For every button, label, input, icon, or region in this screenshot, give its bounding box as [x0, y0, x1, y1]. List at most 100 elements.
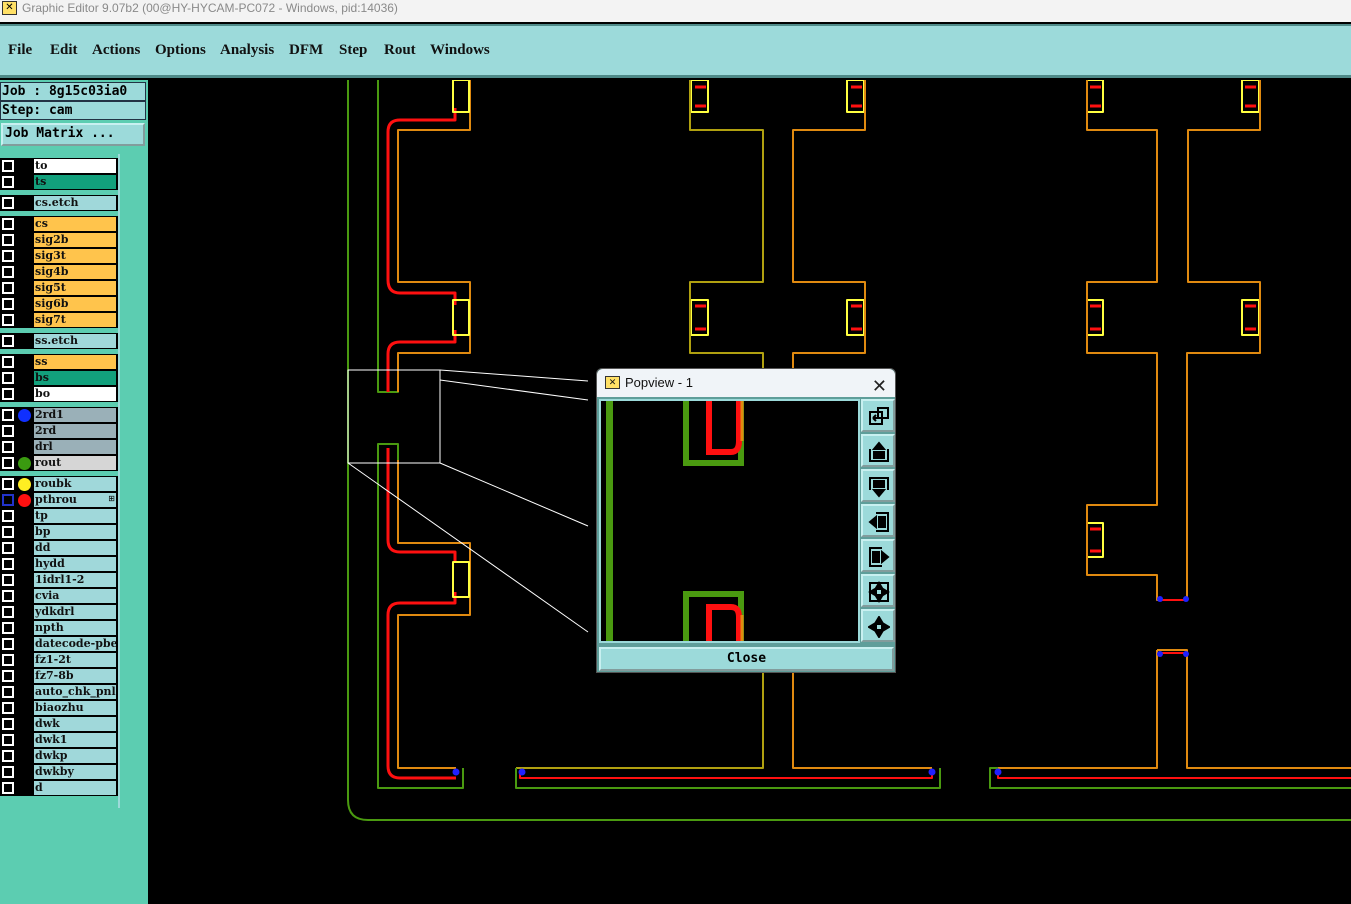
- close-icon[interactable]: ✕: [871, 376, 887, 396]
- layer-row-sig5t[interactable]: sig5t: [0, 280, 118, 296]
- layer-label[interactable]: fz1-2t: [34, 653, 116, 667]
- layer-label[interactable]: dd: [34, 541, 116, 555]
- menu-dfm[interactable]: DFM: [289, 42, 324, 58]
- layer-checkbox[interactable]: [2, 542, 14, 554]
- layer-label[interactable]: datecode-pbe: [34, 637, 116, 651]
- layer-label[interactable]: ts: [34, 175, 116, 189]
- layer-label[interactable]: biaozhu: [34, 701, 116, 715]
- layer-row-dwkby[interactable]: dwkby: [0, 764, 118, 780]
- layer-checkbox[interactable]: [2, 457, 14, 469]
- menu-analysis[interactable]: Analysis: [220, 42, 275, 58]
- layer-checkbox[interactable]: [2, 574, 14, 586]
- layer-row-bs[interactable]: bs: [0, 370, 118, 386]
- layer-checkbox[interactable]: [2, 372, 14, 384]
- layer-row-cvia[interactable]: cvia: [0, 588, 118, 604]
- layer-row-ydkdrl[interactable]: ydkdrl: [0, 604, 118, 620]
- layer-color-dot-icon[interactable]: [18, 494, 31, 507]
- layer-checkbox[interactable]: [2, 298, 14, 310]
- menu-step[interactable]: Step: [339, 42, 368, 58]
- layer-checkbox[interactable]: [2, 197, 14, 209]
- layer-label[interactable]: sig7t: [34, 313, 116, 327]
- layer-checkbox[interactable]: [2, 314, 14, 326]
- layer-row-bo[interactable]: bo: [0, 386, 118, 402]
- menu-windows[interactable]: Windows: [430, 42, 490, 58]
- layer-label[interactable]: 1idrl1-2: [34, 573, 116, 587]
- layer-label[interactable]: to: [34, 159, 116, 173]
- layer-checkbox[interactable]: [2, 409, 14, 421]
- layer-checkbox[interactable]: [2, 718, 14, 730]
- layer-row-fz1-2t[interactable]: fz1-2t: [0, 652, 118, 668]
- layer-row-drl[interactable]: drl: [0, 439, 118, 455]
- layer-checkbox[interactable]: [2, 734, 14, 746]
- layer-color-dot-icon[interactable]: [18, 409, 31, 422]
- layer-label[interactable]: hydd: [34, 557, 116, 571]
- layer-label[interactable]: drl: [34, 440, 116, 454]
- layer-row-dd[interactable]: dd: [0, 540, 118, 556]
- layer-checkbox[interactable]: [2, 356, 14, 368]
- layer-row-to[interactable]: to: [0, 158, 118, 174]
- layer-row-ss[interactable]: ss: [0, 354, 118, 370]
- layer-label[interactable]: auto_chk_pnl: [34, 685, 116, 699]
- layer-row-ss.etch[interactable]: ss.etch: [0, 333, 118, 349]
- layer-row-cs.etch[interactable]: cs.etch: [0, 195, 118, 211]
- layer-row-cs[interactable]: cs: [0, 216, 118, 232]
- layer-label[interactable]: sig6b: [34, 297, 116, 311]
- layer-label[interactable]: sig4b: [34, 265, 116, 279]
- layer-label[interactable]: sig2b: [34, 233, 116, 247]
- layer-label[interactable]: tp: [34, 509, 116, 523]
- layer-checkbox[interactable]: [2, 388, 14, 400]
- layer-checkbox[interactable]: [2, 686, 14, 698]
- layer-row-ts[interactable]: ts: [0, 174, 118, 190]
- layer-label[interactable]: ss.etch: [34, 334, 116, 348]
- popview-titlebar[interactable]: ✕ Popview - 1 ✕: [597, 369, 895, 397]
- layer-label[interactable]: bo: [34, 387, 116, 401]
- layer-row-biaozhu[interactable]: biaozhu: [0, 700, 118, 716]
- graphic-canvas[interactable]: [148, 80, 1351, 904]
- zoom-out-button[interactable]: [861, 609, 895, 642]
- layer-row-pthrou[interactable]: pthrou⊞: [0, 492, 118, 508]
- layer-label[interactable]: npth: [34, 621, 116, 635]
- pan-left-button[interactable]: [861, 504, 895, 537]
- layer-row-fz7-8b[interactable]: fz7-8b: [0, 668, 118, 684]
- layer-checkbox[interactable]: [2, 478, 14, 490]
- layer-label[interactable]: d: [34, 781, 116, 795]
- menu-file[interactable]: File: [8, 42, 33, 58]
- layer-label[interactable]: fz7-8b: [34, 669, 116, 683]
- layer-label[interactable]: sig5t: [34, 281, 116, 295]
- layer-label[interactable]: ydkdrl: [34, 605, 116, 619]
- layer-row-1idrl1-2[interactable]: 1idrl1-2: [0, 572, 118, 588]
- pan-up-button[interactable]: [861, 434, 895, 467]
- layer-label[interactable]: 2rd1: [34, 408, 116, 422]
- layer-row-sig6b[interactable]: sig6b: [0, 296, 118, 312]
- layer-row-2rd[interactable]: 2rd: [0, 423, 118, 439]
- layer-label[interactable]: sig3t: [34, 249, 116, 263]
- layer-row-auto_chk_pnl[interactable]: auto_chk_pnl: [0, 684, 118, 700]
- layer-checkbox[interactable]: [2, 638, 14, 650]
- layer-checkbox[interactable]: [2, 702, 14, 714]
- layer-color-dot-icon[interactable]: [18, 457, 31, 470]
- layer-checkbox[interactable]: [2, 282, 14, 294]
- layer-checkbox[interactable]: [2, 750, 14, 762]
- layer-row-sig2b[interactable]: sig2b: [0, 232, 118, 248]
- layer-row-2rd1[interactable]: 2rd1: [0, 407, 118, 423]
- layer-row-hydd[interactable]: hydd: [0, 556, 118, 572]
- layer-checkbox[interactable]: [2, 441, 14, 453]
- layer-checkbox[interactable]: [2, 250, 14, 262]
- layer-checkbox[interactable]: [2, 654, 14, 666]
- layer-label[interactable]: ss: [34, 355, 116, 369]
- layer-checkbox[interactable]: [2, 782, 14, 794]
- menu-actions[interactable]: Actions: [92, 42, 141, 58]
- layer-checkbox[interactable]: [2, 558, 14, 570]
- layer-checkbox[interactable]: [2, 266, 14, 278]
- layer-row-npth[interactable]: npth: [0, 620, 118, 636]
- layer-label[interactable]: dwkp: [34, 749, 116, 763]
- menu-options[interactable]: Options: [155, 42, 206, 58]
- layer-color-dot-icon[interactable]: [18, 478, 31, 491]
- layer-checkbox[interactable]: [2, 670, 14, 682]
- layer-label[interactable]: cvia: [34, 589, 116, 603]
- layer-checkbox[interactable]: [2, 176, 14, 188]
- layer-checkbox[interactable]: [2, 590, 14, 602]
- layer-row-d[interactable]: d: [0, 780, 118, 796]
- layer-checkbox[interactable]: [2, 425, 14, 437]
- layer-row-roubk[interactable]: roubk: [0, 476, 118, 492]
